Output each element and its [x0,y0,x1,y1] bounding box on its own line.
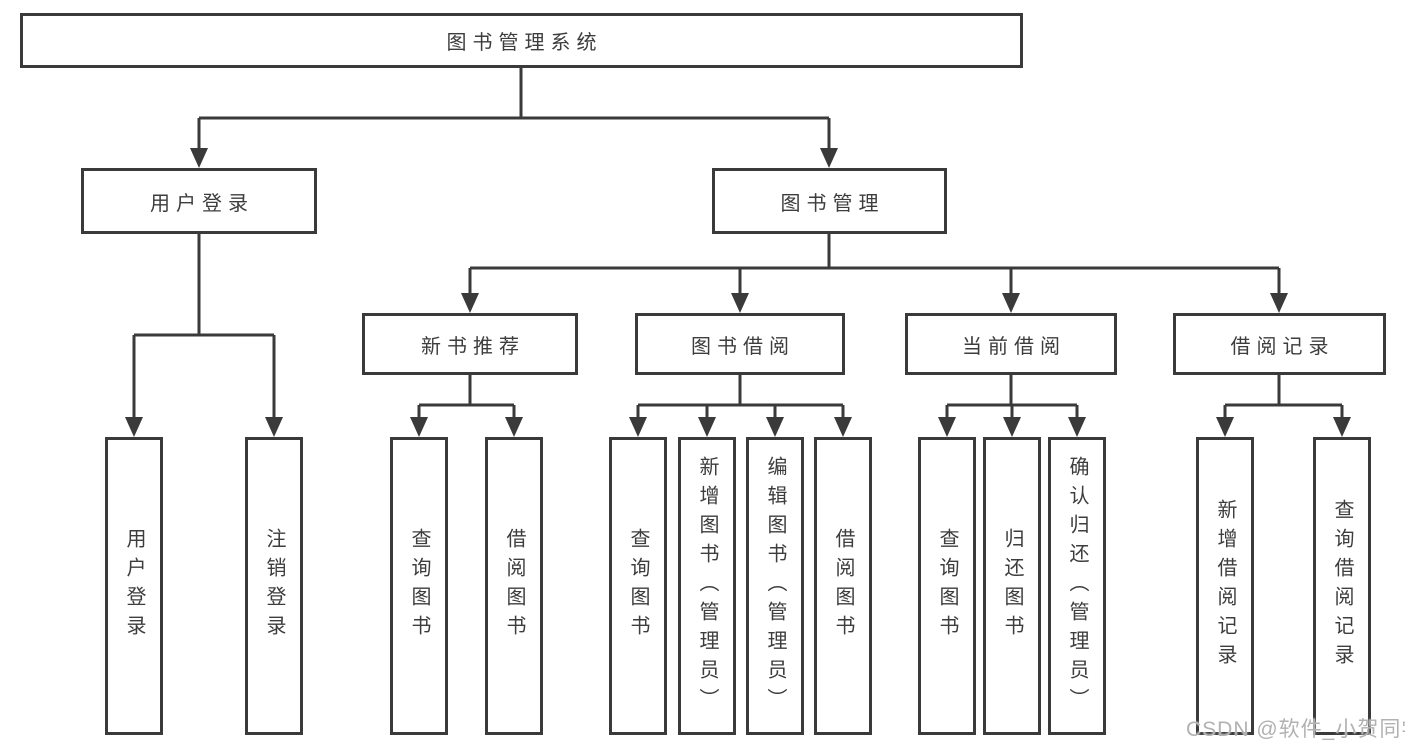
leaf-borrow-query-books: 查询图书 [609,437,667,735]
leaf-logout-label: 注销登录 [263,528,285,644]
leaf-records-query-record-label: 查询借阅记录 [1331,499,1353,673]
leaf-current-return-book: 归还图书 [983,437,1041,735]
leaf-records-add-record: 新增借阅记录 [1196,437,1254,735]
leaf-borrow-borrow-book: 借阅图书 [814,437,872,735]
node-new-book-recommend: 新书推荐 [362,313,578,375]
leaf-borrow-edit-book-admin: 编辑图书（管理员） [746,437,804,735]
node-book-management-branch: 图书管理 [712,168,947,234]
leaf-recommend-query-books: 查询图书 [390,437,448,735]
node-root: 图书管理系统 [20,13,1023,68]
leaf-current-confirm-return-admin: 确认归还（管理员） [1048,437,1106,735]
leaf-records-query-record: 查询借阅记录 [1313,437,1371,735]
leaf-recommend-borrow-book-label: 借阅图书 [503,528,525,644]
leaf-user-login: 用户登录 [105,437,163,735]
node-borrowing-records: 借阅记录 [1173,313,1386,375]
node-book-borrowing-label: 图书借阅 [691,335,795,358]
node-user-login-branch: 用户登录 [81,168,317,234]
node-current-borrowing-label: 当前借阅 [962,335,1066,358]
leaf-current-query-books: 查询图书 [918,437,976,735]
leaf-current-query-books-label: 查询图书 [936,528,958,644]
leaf-logout: 注销登录 [245,437,303,735]
node-user-login-branch-label: 用户登录 [150,192,254,215]
leaf-borrow-query-books-label: 查询图书 [627,528,649,644]
csdn-watermark: CSDN @软件_小贺同学 [1186,718,1405,741]
leaf-borrow-borrow-book-label: 借阅图书 [832,528,854,644]
leaf-user-login-label: 用户登录 [123,528,145,644]
leaf-borrow-add-book-admin: 新增图书（管理员） [678,437,736,735]
node-root-label: 图书管理系统 [446,32,603,54]
node-borrowing-records-label: 借阅记录 [1230,335,1335,358]
node-new-book-recommend-label: 新书推荐 [421,335,525,358]
node-current-borrowing: 当前借阅 [905,313,1117,375]
leaf-borrow-add-book-admin-label: 新增图书（管理员） [696,455,718,717]
node-book-management-branch-label: 图书管理 [780,192,885,215]
leaf-recommend-query-books-label: 查询图书 [408,528,430,644]
leaf-recommend-borrow-book: 借阅图书 [485,437,543,735]
node-book-borrowing: 图书借阅 [635,313,845,375]
leaf-current-return-book-label: 归还图书 [1001,528,1023,644]
leaf-current-confirm-return-admin-label: 确认归还（管理员） [1066,455,1088,717]
leaf-borrow-edit-book-admin-label: 编辑图书（管理员） [764,455,786,717]
leaf-records-add-record-label: 新增借阅记录 [1214,499,1236,673]
